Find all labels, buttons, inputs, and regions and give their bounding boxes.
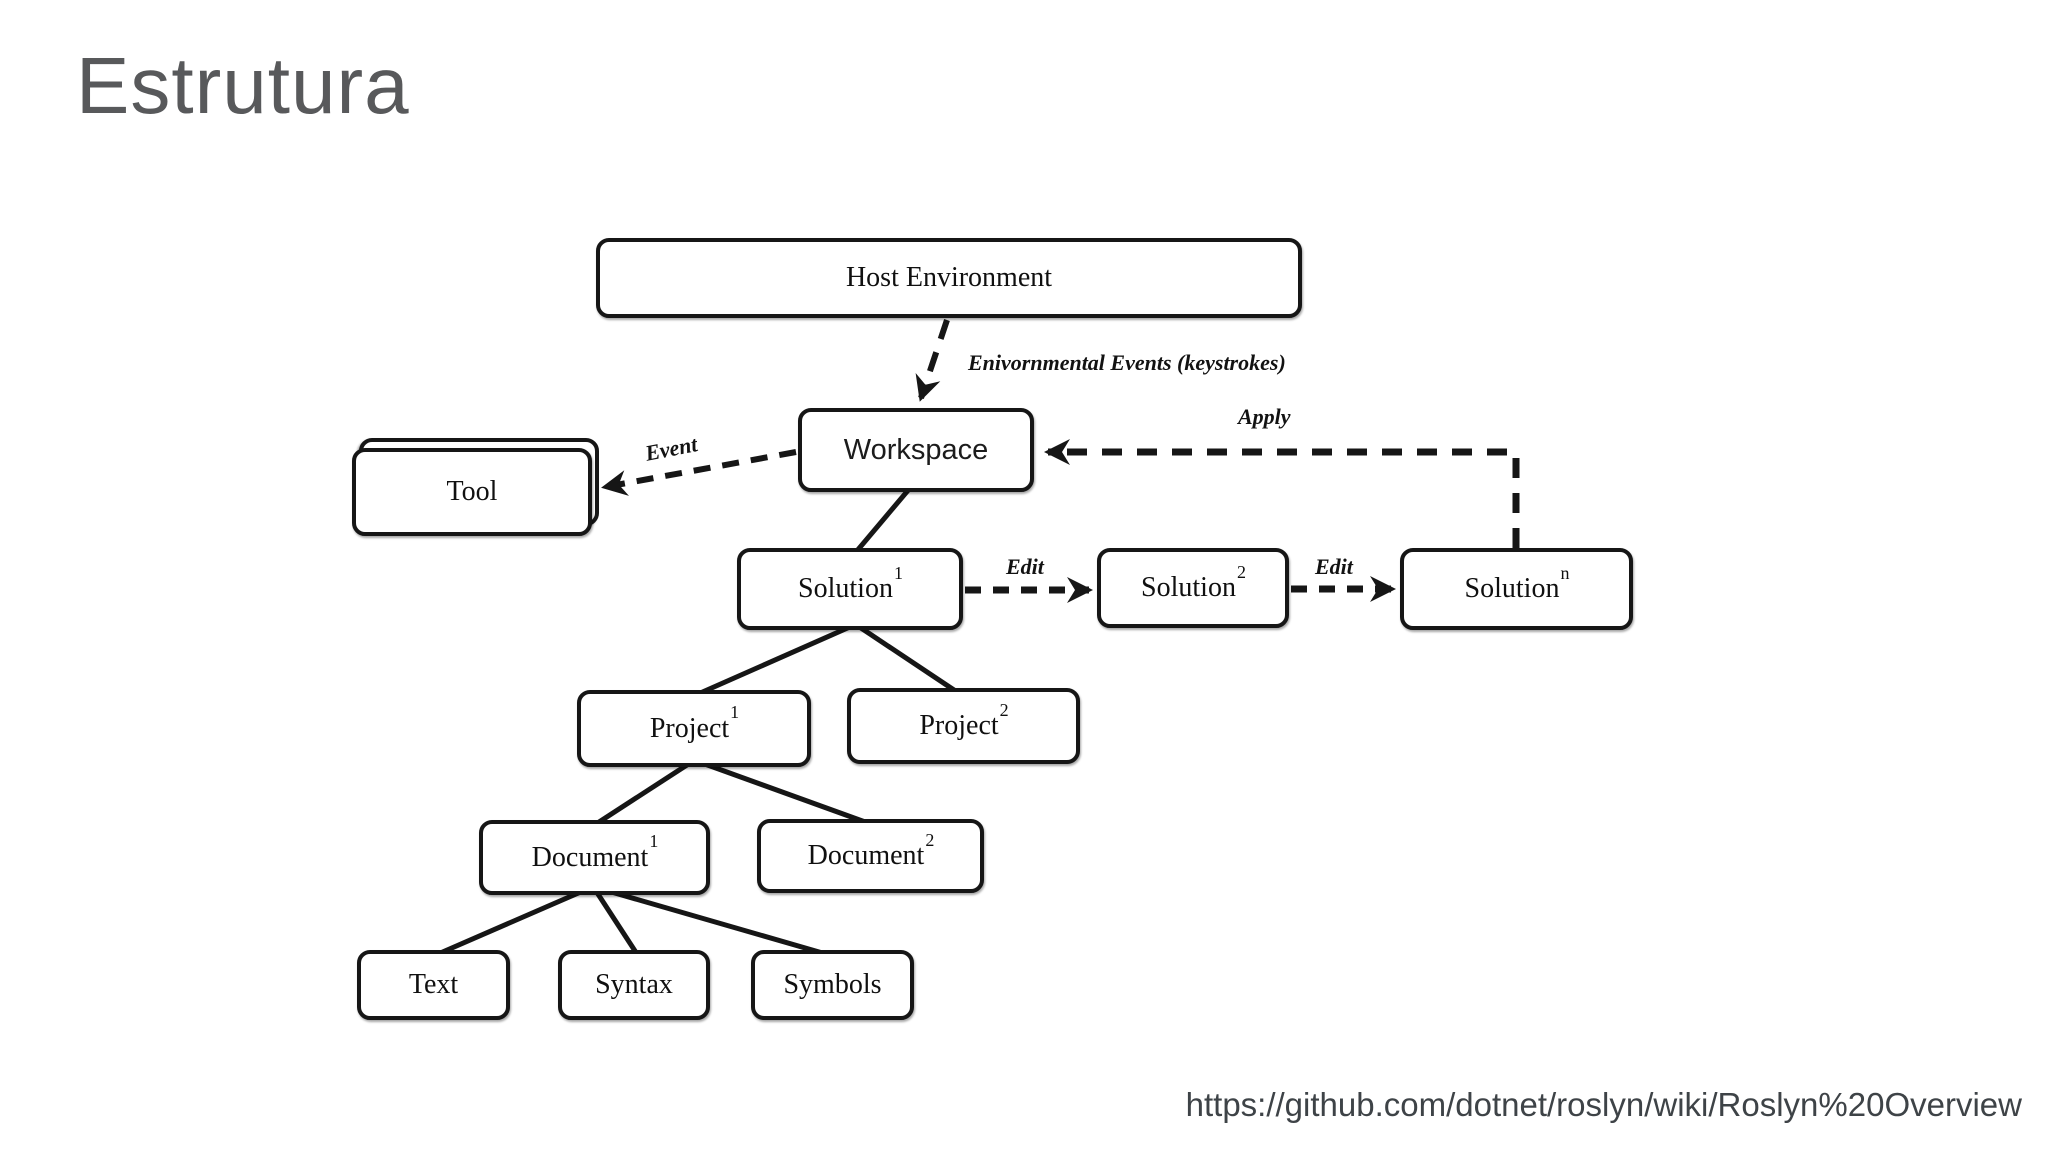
text-label: Text bbox=[408, 969, 459, 1000]
project1-node: Project1 bbox=[577, 690, 811, 767]
source-url: https://github.com/dotnet/roslyn/wiki/Ro… bbox=[1185, 1086, 2022, 1123]
solutionN-label: Solutionn bbox=[1464, 562, 1570, 604]
document1-label: Document1 bbox=[531, 831, 659, 873]
document1-node: Document1 bbox=[479, 820, 710, 895]
edge-document1-to-text bbox=[437, 888, 584, 957]
syntax-node: Syntax bbox=[558, 950, 710, 1020]
document2-label: Document2 bbox=[807, 829, 935, 871]
text-node: Text bbox=[357, 950, 510, 1020]
syntax-label: Syntax bbox=[595, 969, 673, 1000]
workspace-node: Workspace bbox=[798, 408, 1034, 492]
edge-solution1-to-project1 bbox=[696, 623, 854, 697]
tool-label: Tool bbox=[446, 476, 498, 507]
solution2-node: Solution2 bbox=[1097, 548, 1289, 628]
edit2-edge-label: Edit bbox=[1315, 554, 1353, 579]
solution2-label: Solution2 bbox=[1141, 561, 1246, 603]
edge-solutionN-to-workspace-apply bbox=[1044, 439, 1520, 548]
project1-label: Project1 bbox=[649, 702, 740, 744]
edge-document1-to-symbols bbox=[607, 888, 827, 957]
tool-node: Tool bbox=[352, 448, 592, 536]
environmental-events-edge-label: Enivornmental Events (keystrokes) bbox=[968, 350, 1286, 375]
document2-node: Document2 bbox=[757, 819, 984, 893]
edge-host-to-workspace bbox=[915, 319, 950, 402]
page-title: Estrutura bbox=[76, 41, 410, 130]
solution1-node: Solution1 bbox=[737, 548, 963, 630]
host-environment-node: Host Environment bbox=[596, 238, 1302, 318]
solutionN-node: Solutionn bbox=[1400, 548, 1633, 630]
symbols-node: Symbols bbox=[751, 950, 914, 1020]
edge-project1-to-document1 bbox=[594, 760, 692, 827]
workspace-label: Workspace bbox=[843, 433, 989, 466]
solution1-label: Solution1 bbox=[798, 562, 903, 604]
edge-document1-to-syntax bbox=[593, 889, 640, 956]
edge-workspace-to-tool-event bbox=[601, 449, 797, 496]
apply-edge-label: Apply bbox=[1238, 404, 1291, 429]
edge-workspace-to-solution1 bbox=[854, 486, 912, 554]
host-environment-label: Host Environment bbox=[845, 262, 1053, 293]
edit1-edge-label: Edit bbox=[1006, 554, 1044, 579]
project2-node: Project2 bbox=[847, 688, 1080, 764]
symbols-label: Symbols bbox=[783, 969, 882, 1000]
edge-project1-to-document2 bbox=[701, 760, 869, 826]
edge-solution1-to-project2 bbox=[856, 623, 959, 695]
project2-label: Project2 bbox=[919, 699, 1009, 741]
